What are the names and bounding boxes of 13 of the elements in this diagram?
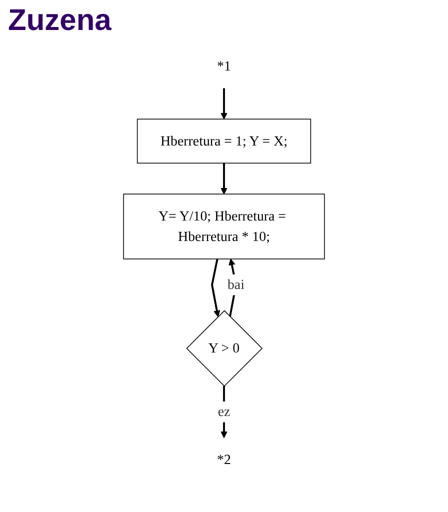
node-diamond: Y > 0 (186, 310, 263, 387)
arrow (220, 163, 228, 194)
arrow (211, 258, 220, 317)
title: Zuzena (8, 4, 112, 38)
node-text: *1 (217, 58, 231, 74)
node-box: Hberretura = 1; Y = X; (136, 118, 312, 164)
arrow (228, 258, 237, 317)
edge-label: bai (227, 276, 244, 292)
node-text: *2 (217, 452, 231, 468)
node-box: Y= Y/10; Hberretura = Hberretura * 10; (123, 194, 325, 260)
arrow (220, 88, 228, 120)
arrow (220, 386, 228, 438)
edge-label: ez (218, 404, 230, 420)
